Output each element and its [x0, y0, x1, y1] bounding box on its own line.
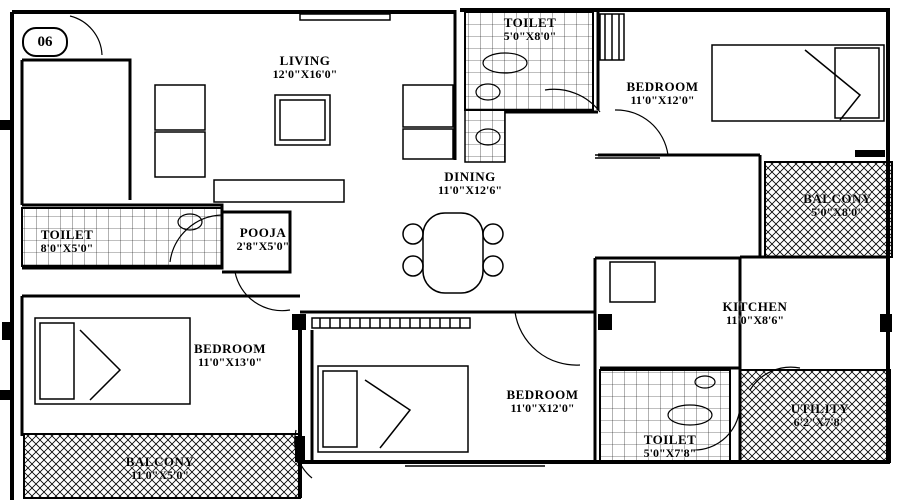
- room-name: TOILET: [503, 15, 557, 30]
- room-label-living: LIVING 12'0"X16'0": [245, 53, 365, 82]
- room-dimensions: 11'0"X8'6": [726, 313, 784, 328]
- room-dimensions: 11'0"X12'0": [630, 93, 695, 108]
- door-swings: [69, 15, 801, 479]
- room-dimensions: 6'2"X7'8": [793, 415, 847, 430]
- room-label-balcony-right: BALCONY 5'0"X8'0": [785, 191, 890, 220]
- wash-area-tiles: [464, 109, 506, 163]
- beds: [34, 44, 885, 453]
- room-label-dining: DINING 11'0"X12'6": [410, 169, 530, 198]
- room-dimensions: 8'0"X5'0": [40, 241, 94, 256]
- room-name: KITCHEN: [722, 299, 788, 314]
- room-name: BEDROOM: [506, 387, 579, 402]
- exterior-walls: [10, 8, 890, 500]
- room-label-kitchen: KITCHEN 11'0"X8'6": [695, 299, 815, 328]
- wall-posts: [0, 120, 892, 462]
- room-name: LIVING: [279, 53, 331, 68]
- room-dimensions: 5'0"X8'0": [811, 205, 864, 220]
- toilet-left-tiles: [21, 207, 223, 267]
- living-furniture: [154, 84, 656, 303]
- room-dimensions: 5'0"X8'0": [503, 29, 557, 44]
- room-dimensions: 5'0"X7'8": [643, 446, 697, 461]
- room-label-toilet-left: TOILET 8'0"X5'0": [22, 227, 112, 256]
- room-name: BEDROOM: [193, 341, 267, 356]
- room-dimensions: 11'0"X12'0": [510, 401, 575, 416]
- balcony-right-hatch: [764, 161, 893, 258]
- room-label-utility: UTILITY 6'2"X7'8": [765, 401, 875, 430]
- room-label-toilet-bottom: TOILET 5'0"X7'8": [620, 432, 720, 461]
- room-label-bedroom-left: BEDROOM 11'0"X13'0": [165, 341, 295, 370]
- room-label-balcony-bottom: BALCONY 11'0"X5'0": [95, 454, 225, 483]
- window-marks: [299, 13, 660, 467]
- room-dimensions: 11'0"X13'0": [198, 355, 262, 370]
- toilet-top-tiles: [464, 11, 594, 111]
- utility-hatch: [739, 369, 891, 463]
- room-name: BALCONY: [803, 191, 872, 206]
- interior-walls: [20, 10, 888, 462]
- room-label-pooja: POOJA 2'8"X5'0": [228, 225, 298, 254]
- room-dimensions: 11'0"X12'6": [438, 183, 502, 198]
- room-label-toilet-top: TOILET 5'0"X8'0": [480, 15, 580, 44]
- room-dimensions: 2'8"X5'0": [236, 239, 290, 254]
- room-name: DINING: [444, 169, 496, 184]
- room-dimensions: 11'0"X5'0": [131, 468, 189, 483]
- room-dimensions: 12'0"X16'0": [272, 67, 338, 82]
- room-name: TOILET: [40, 227, 94, 242]
- room-label-bedroom-top: BEDROOM 11'0"X12'0": [600, 79, 725, 108]
- room-name: UTILITY: [790, 401, 850, 416]
- fixtures: [177, 52, 716, 426]
- room-label-bedroom-middle: BEDROOM 11'0"X12'0": [475, 387, 610, 416]
- room-name: POOJA: [239, 225, 287, 240]
- room-name: TOILET: [643, 432, 697, 447]
- dining-table: [402, 212, 504, 294]
- unit-number-badge: 06: [22, 27, 68, 57]
- balcony-bottom-hatch: [23, 433, 301, 499]
- room-name: BALCONY: [125, 454, 195, 469]
- room-name: BEDROOM: [626, 79, 699, 94]
